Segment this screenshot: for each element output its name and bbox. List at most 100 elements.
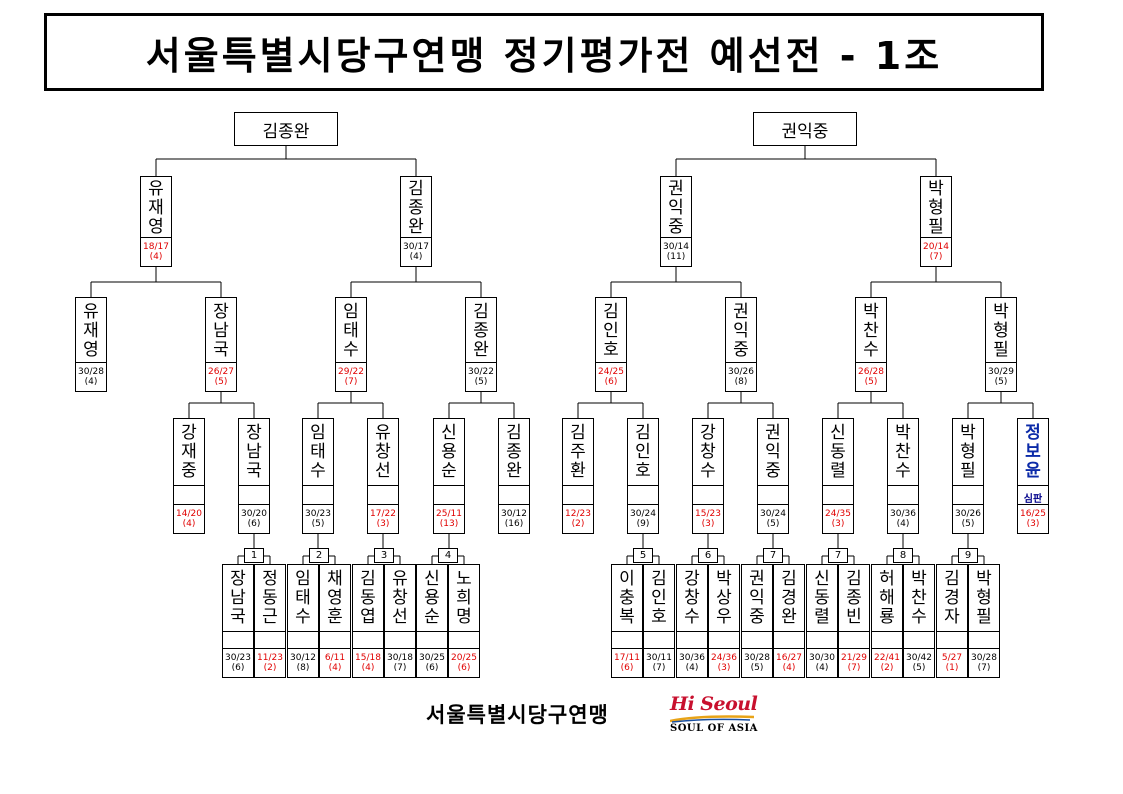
logo-tagline: SOUL OF ASIA <box>670 723 758 734</box>
innings-value: (11) <box>666 252 686 262</box>
score-value: 5/27 <box>941 653 963 663</box>
score-value: 30/28 <box>78 367 104 377</box>
champion-box: 권익중 <box>753 112 857 146</box>
blank-row <box>417 631 447 652</box>
score-value: 25/11 <box>436 509 462 519</box>
innings-value: (6) <box>231 663 245 673</box>
blank-row <box>709 631 739 652</box>
score-value: 18/17 <box>143 242 169 252</box>
match-score: 30/24(9) <box>628 504 658 533</box>
innings-value: (4) <box>361 663 375 673</box>
score-value: 30/18 <box>387 653 413 663</box>
match-score: 20/14(7) <box>921 237 951 266</box>
blank-row <box>563 485 593 508</box>
innings-value: (2) <box>571 519 585 529</box>
innings-value: (4) <box>182 519 196 529</box>
innings-value: (5) <box>994 377 1008 387</box>
score-value: 30/36 <box>679 653 705 663</box>
score-value: 15/23 <box>695 509 721 519</box>
match-score: 30/22(5) <box>466 362 496 391</box>
innings-value: (7) <box>929 252 943 262</box>
innings-value: (6) <box>247 519 261 529</box>
footer: 서울특별시당구연맹 Hi Seoul SOUL OF ASIA <box>426 693 758 743</box>
blank-row <box>385 631 415 652</box>
score-value: 22/41 <box>874 653 900 663</box>
innings-value: (3) <box>701 519 715 529</box>
blank-row <box>774 631 804 652</box>
match-score: 30/23(5) <box>303 504 333 533</box>
score-value: 30/24 <box>760 509 786 519</box>
game-number: 9 <box>958 548 978 563</box>
innings-value: (6) <box>425 663 439 673</box>
innings-value: (5) <box>214 377 228 387</box>
score-value: 16/27 <box>776 653 802 663</box>
blank-row <box>320 631 350 652</box>
score-value: 24/35 <box>825 509 851 519</box>
match-score: 20/25(6) <box>449 648 479 677</box>
blank-row <box>449 631 479 652</box>
game-number: 8 <box>893 548 913 563</box>
blank-row <box>693 485 723 508</box>
innings-value: (3) <box>1026 519 1040 529</box>
innings-value: (5) <box>864 377 878 387</box>
score-value: 12/23 <box>565 509 591 519</box>
match-score: 30/29(5) <box>986 362 1016 391</box>
score-value: 30/29 <box>988 367 1014 377</box>
blank-row <box>677 631 707 652</box>
score-value: 6/11 <box>324 653 346 663</box>
score-value: 29/22 <box>338 367 364 377</box>
match-score: 30/28(5) <box>742 648 772 677</box>
score-value: 17/22 <box>370 509 396 519</box>
score-value: 15/18 <box>355 653 381 663</box>
match-score: 16/27(4) <box>774 648 804 677</box>
innings-value: (4) <box>815 663 829 673</box>
match-score: 26/27(5) <box>206 362 236 391</box>
match-score: 30/18(7) <box>385 648 415 677</box>
match-score: 30/12(16) <box>499 504 529 533</box>
blank-row <box>872 631 902 652</box>
match-score: 6/11(4) <box>320 648 350 677</box>
score-value: 30/23 <box>305 509 331 519</box>
score-value: 30/25 <box>419 653 445 663</box>
blank-row <box>823 485 853 508</box>
score-value: 11/23 <box>257 653 283 663</box>
score-value: 20/14 <box>923 242 949 252</box>
innings-value: (4) <box>409 252 423 262</box>
footer-organization: 서울특별시당구연맹 <box>426 703 609 727</box>
match-score: 16/25(3) <box>1018 504 1048 533</box>
match-score: 30/28(7) <box>969 648 999 677</box>
score-value: 21/29 <box>841 653 867 663</box>
innings-value: (13) <box>439 519 459 529</box>
